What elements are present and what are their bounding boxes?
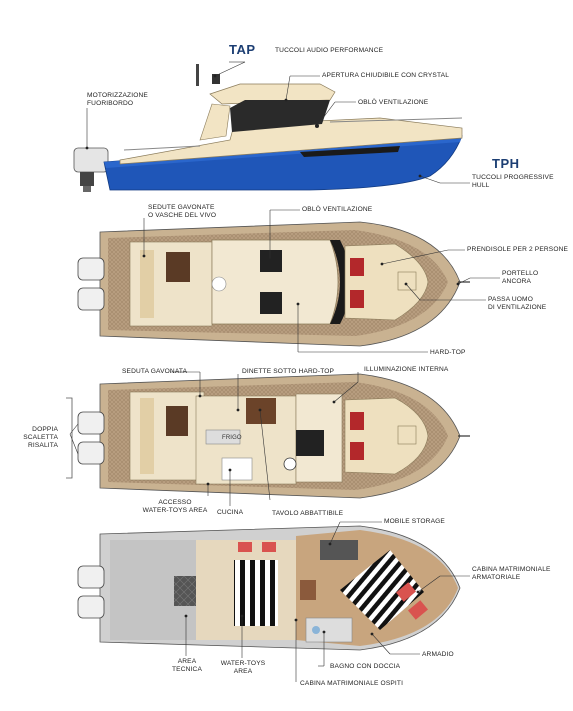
leader-lines: [69, 61, 500, 682]
label-apertura: APERTURA CHIUDIBILE CON CRYSTAL: [322, 72, 450, 79]
label-mobile-storage: MOBILE STORAGE: [384, 518, 445, 525]
label-illuminazione: ILLUMINAZIONE INTERNA: [364, 366, 449, 373]
top-view-deck: [77, 221, 470, 347]
label-water-toys-area: WATER-TOYS AREA: [220, 660, 266, 675]
label-tavolo: TAVOLO ABBATTIBILE: [272, 510, 344, 517]
outboard-engines-top-2: [77, 411, 105, 465]
label-tap-caption: TUCCOLI AUDIO PERFORMANCE: [275, 47, 384, 54]
label-accesso: ACCESSO WATER-TOYS AREA: [142, 499, 208, 514]
label-motorizzazione: MOTORIZZAZIONE FUORIBORDO: [87, 92, 148, 107]
label-bagno: BAGNO CON DOCCIA: [330, 663, 401, 670]
label-doppia-scaletta: DOPPIA SCALETTA RISALITA: [23, 426, 58, 449]
label-cabina-armatoriale: CABINA MATRIMONIALE ARMATORIALE: [472, 566, 551, 581]
tph-logo: TPH: [492, 156, 520, 171]
label-portello: PORTELLO ANCORA: [502, 270, 539, 285]
top-view-cockpit: [66, 373, 470, 499]
side-profile: [73, 64, 463, 192]
top-view-lower-deck: [77, 525, 461, 651]
label-oblo-top: OBLÒ VENTILAZIONE: [302, 206, 373, 213]
label-frigo: FRIGO: [222, 435, 242, 441]
label-sedute-gavonate: SEDUTE GAVONATE O VASCHE DEL VIVO: [148, 204, 217, 219]
tap-logo: TAP: [229, 42, 256, 57]
label-area-tecnica: AREA TECNICA: [172, 658, 202, 673]
label-tph-caption: TUCCOLI PROGRESSIVE HULL: [472, 174, 554, 189]
label-oblo-side: OBLÒ VENTILAZIONE: [358, 99, 429, 106]
label-prendisole: PRENDISOLE PER 2 PERSONE: [467, 246, 569, 253]
outboard-engine-side: [73, 147, 109, 192]
label-dinette: DINETTE SOTTO HARD-TOP: [242, 368, 335, 375]
label-cabina-ospiti: CABINA MATRIMONIALE OSPITI: [300, 680, 404, 687]
label-passa-uomo: PASSA UOMO DI VENTILAZIONE: [488, 296, 547, 311]
label-armadio: ARMADIO: [422, 651, 454, 658]
label-cucina: CUCINA: [217, 509, 244, 516]
outboard-engines-top-3: [77, 565, 105, 619]
label-hard-top: HARD-TOP: [430, 349, 466, 356]
label-seduta-gavonata: SEDUTA GAVONATA: [122, 368, 188, 375]
outboard-engines-top: [77, 257, 105, 311]
